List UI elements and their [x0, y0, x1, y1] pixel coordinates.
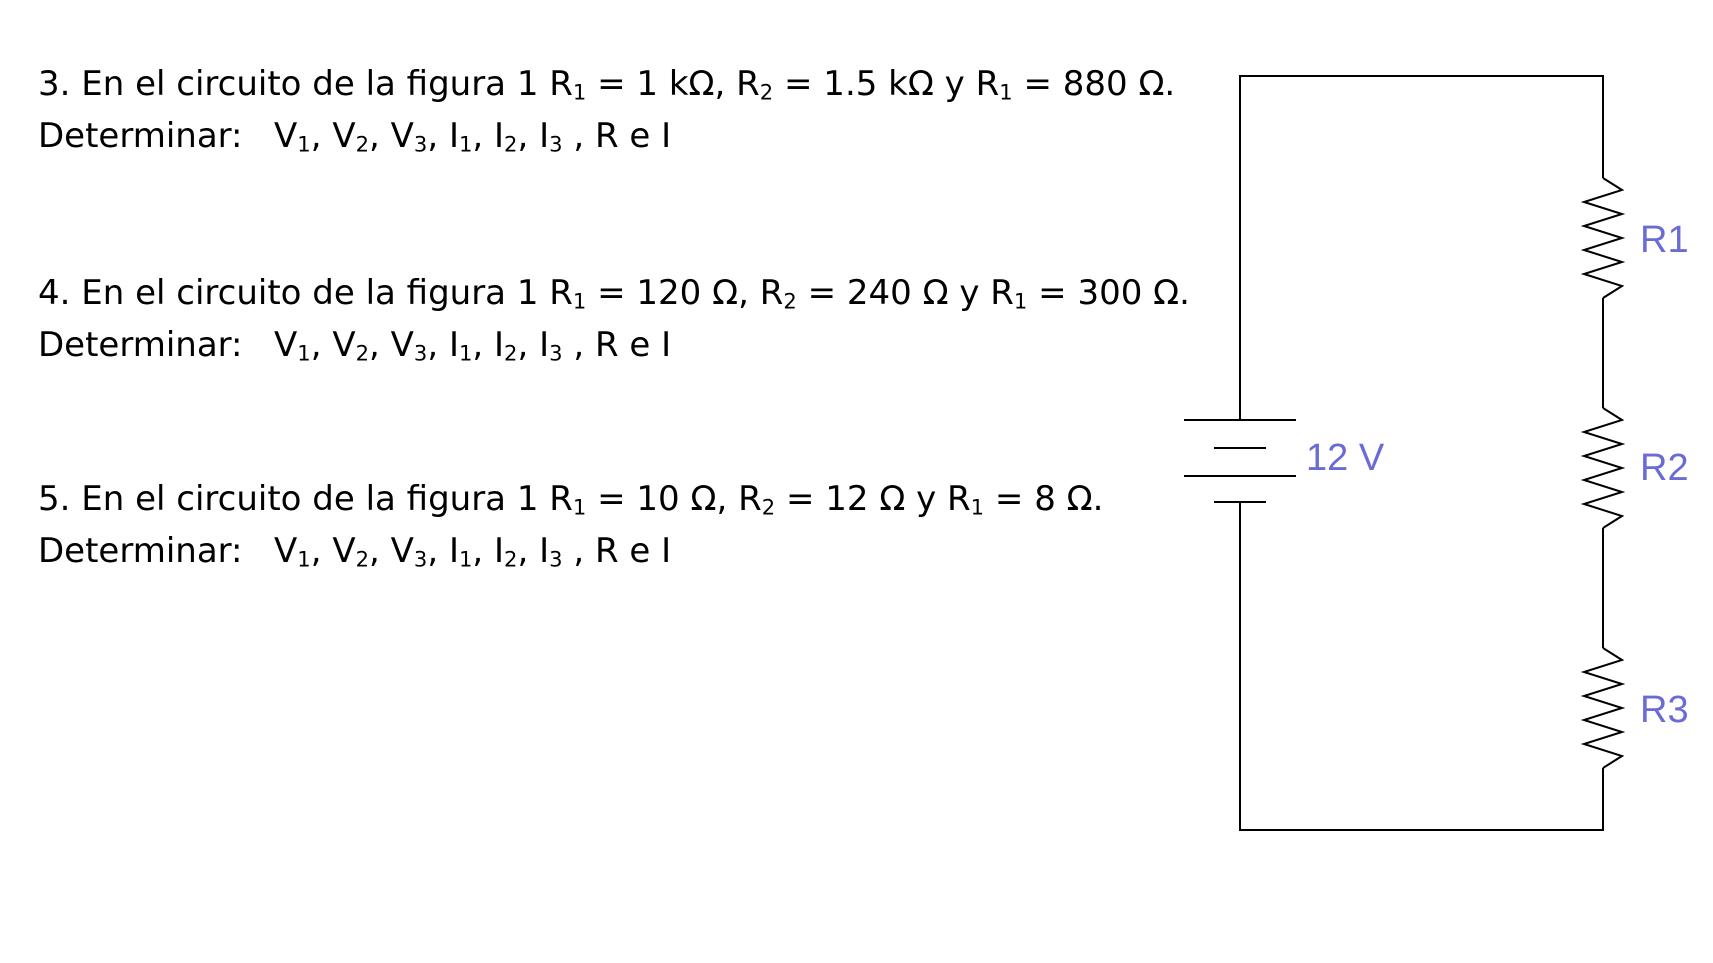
- determine-label: Determinar:: [38, 531, 243, 571]
- determine-line: Determinar:V1, V2, V3, I1, I2, I3 , R e …: [38, 110, 1188, 162]
- problem-statement: 4. En el circuito de la figura 1 R1 = 12…: [38, 273, 1190, 314]
- problem-statement: 3. En el circuito de la figura 1 R1 = 1 …: [38, 64, 1176, 105]
- problem-5: 5. En el circuito de la figura 1 R1 = 10…: [38, 473, 1188, 577]
- determine-label: Determinar:: [38, 116, 243, 156]
- resistor-r3: [1580, 647, 1626, 769]
- problem-statement: 5. En el circuito de la figura 1 R1 = 10…: [38, 479, 1104, 520]
- resistor-label-r2: R2: [1640, 447, 1689, 489]
- problem-4: 4. En el circuito de la figura 1 R1 = 12…: [38, 267, 1190, 371]
- determine-label: Determinar:: [38, 325, 243, 365]
- resistor-r1: [1580, 177, 1626, 299]
- circuit-diagram: 12 V R1 R2 R3: [1184, 75, 1689, 831]
- resistor-label-r1: R1: [1640, 219, 1689, 261]
- determine-line: Determinar:V1, V2, V3, I1, I2, I3 , R e …: [38, 525, 1188, 577]
- resistor-r2: [1580, 407, 1626, 529]
- source-label: 12 V: [1306, 437, 1385, 479]
- resistor-label-r3: R3: [1640, 689, 1689, 731]
- determine-line: Determinar:V1, V2, V3, I1, I2, I3 , R e …: [38, 319, 1188, 371]
- battery-gap: [1220, 420, 1280, 500]
- problem-3: 3. En el circuito de la figura 1 R1 = 1 …: [38, 58, 1188, 162]
- bottom-wire: [1239, 503, 1604, 831]
- top-wire: [1239, 75, 1604, 495]
